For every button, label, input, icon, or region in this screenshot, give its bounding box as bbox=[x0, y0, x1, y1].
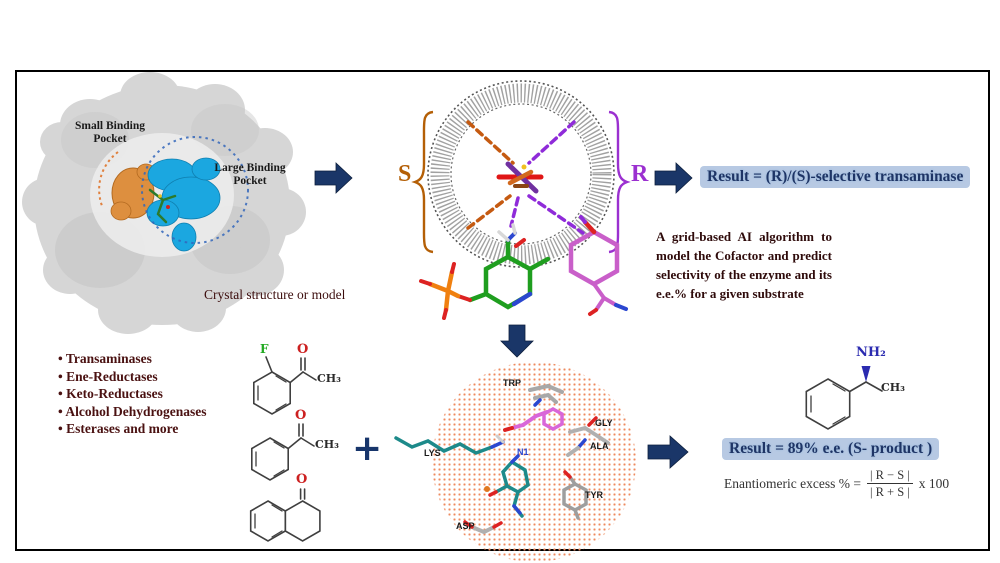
residue-label-n1: N1 bbox=[517, 447, 529, 457]
methyl-label: CH₃ bbox=[315, 438, 339, 451]
enzyme-item: Alcohol Dehydrogenases bbox=[58, 403, 206, 421]
ee-formula-numerator: | R − S | bbox=[866, 468, 913, 485]
residue-label-lys: LYS bbox=[424, 448, 441, 458]
residue-label-tyr: TYR bbox=[585, 490, 603, 500]
r-selectivity-label: R bbox=[631, 161, 649, 187]
small-pocket-label: Small Binding Pocket bbox=[75, 120, 145, 146]
fluorine-label: F bbox=[260, 342, 269, 356]
enzyme-item: Keto-Reductases bbox=[58, 385, 207, 403]
ee-formula-mult: x 100 bbox=[918, 476, 950, 492]
large-pocket-label: Large Binding Pocket bbox=[214, 162, 286, 188]
active-site-sphere bbox=[432, 362, 636, 562]
crystal-structure-caption: Crystal structure or model bbox=[204, 287, 346, 302]
residue-label-gly: GLY bbox=[595, 418, 613, 428]
oxygen-label: O bbox=[295, 408, 307, 423]
enzyme-item: Transaminases bbox=[58, 350, 207, 368]
ee-formula-denominator: | R + S | bbox=[869, 485, 910, 500]
ee-formula-fraction: | R − S | | R + S | bbox=[866, 468, 913, 500]
plus-sign: + bbox=[352, 428, 383, 469]
enzyme-list: Transaminases Ene-Reductases Keto-Reduct… bbox=[58, 350, 207, 438]
algorithm-note: A grid-based AI algorithm to model the C… bbox=[656, 229, 832, 301]
amine-label: NH₂ bbox=[856, 345, 886, 360]
residue-label-ala: ALA bbox=[590, 441, 609, 451]
oxygen-label: O bbox=[296, 472, 308, 487]
s-selectivity-label: S bbox=[398, 161, 412, 187]
methyl-label: CH₃ bbox=[881, 381, 905, 394]
enzyme-item: Ene-Reductases bbox=[58, 368, 207, 386]
ee-formula-lhs: Enantiomeric excess % = bbox=[724, 476, 861, 492]
residue-label-asp: ASP bbox=[456, 521, 475, 531]
methyl-label: CH₃ bbox=[317, 372, 341, 385]
result-top-text: Result = (R)/(S)-selective transaminase bbox=[700, 166, 971, 188]
enzyme-item: Esterases and more bbox=[58, 420, 207, 438]
oxygen-label: O bbox=[297, 342, 309, 357]
residue-label-trp: TRP bbox=[503, 378, 521, 388]
result-bottom-text: Result = 89% e.e. (S- product ) bbox=[722, 438, 940, 460]
ee-formula: Enantiomeric excess % = | R − S | | R + … bbox=[724, 468, 949, 500]
